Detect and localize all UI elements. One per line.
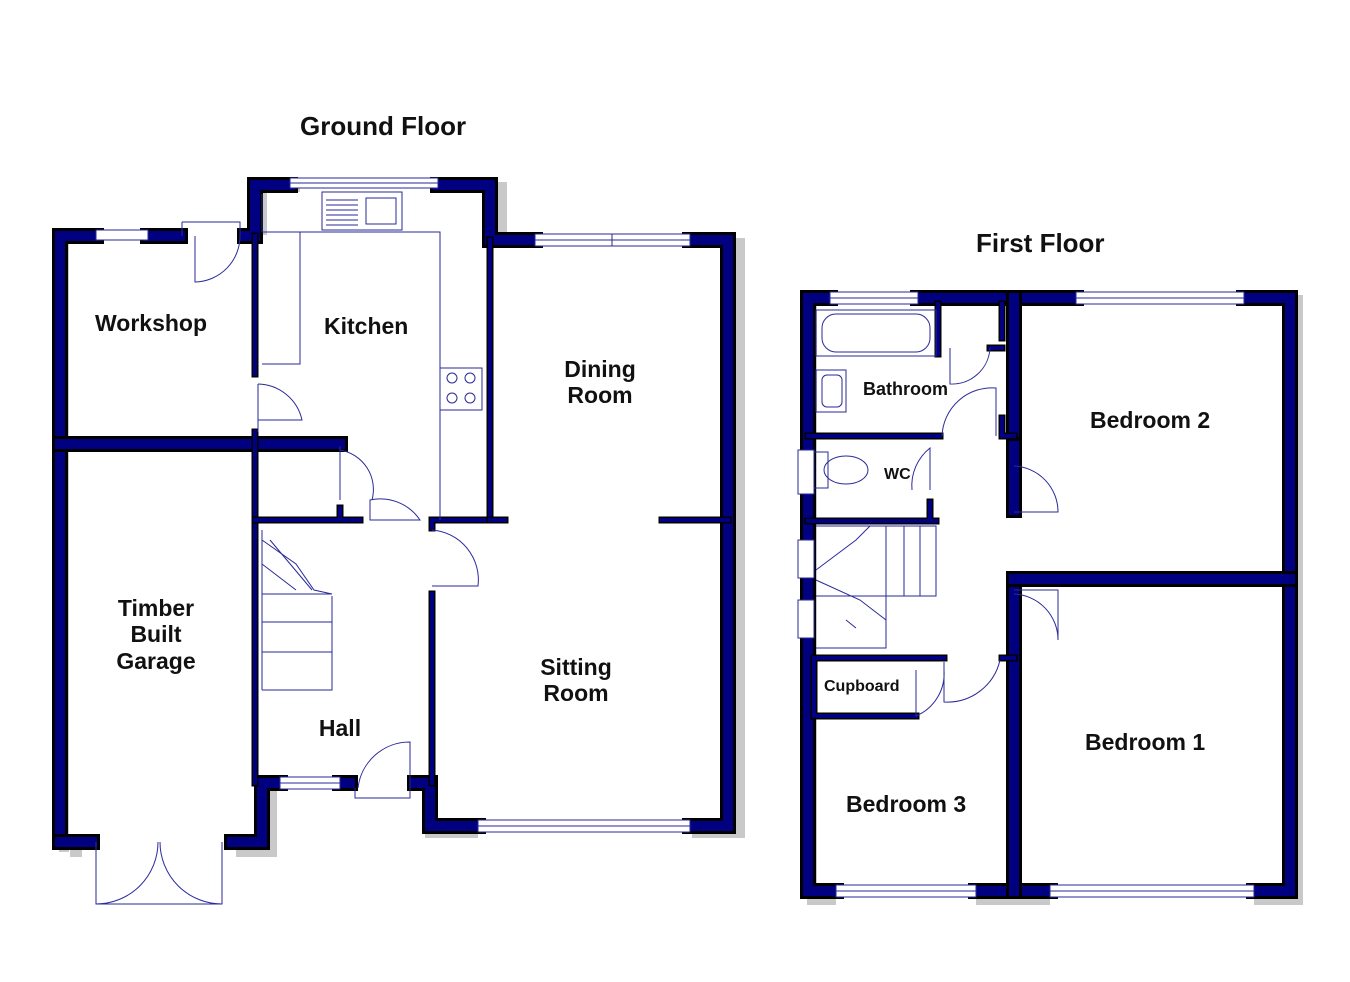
room-label-wc: WC bbox=[884, 466, 911, 483]
ground-doors bbox=[95, 221, 479, 905]
kitchen-door bbox=[369, 498, 421, 521]
landing-window-1 bbox=[797, 539, 815, 579]
workshop-inner-door bbox=[257, 383, 303, 421]
room-label-bathroom: Bathroom bbox=[863, 379, 948, 399]
bedroom3-door bbox=[943, 659, 1001, 703]
wc-window bbox=[797, 449, 815, 495]
room-label-garage-line3: Garage bbox=[116, 648, 195, 674]
room-label-sitting-line1: Sitting bbox=[540, 654, 612, 680]
landing-window-2 bbox=[797, 599, 815, 639]
kitchen-worktop bbox=[261, 194, 441, 520]
first-outer-walls bbox=[800, 290, 1298, 899]
first-floor-plan: First Floor Bathroom Bedroom 2 WC Cupboa… bbox=[797, 228, 1303, 905]
first-doors bbox=[911, 347, 1059, 717]
room-label-cupboard: Cupboard bbox=[824, 678, 900, 695]
basin bbox=[815, 369, 847, 413]
room-label-garage-line1: Timber bbox=[118, 595, 194, 621]
stair-outline bbox=[816, 525, 937, 649]
room-label-garage-line2: Built bbox=[130, 621, 181, 647]
garage-door-left bbox=[95, 841, 159, 905]
ground-internal-walls bbox=[52, 232, 732, 787]
bathroom-fixtures bbox=[813, 309, 937, 489]
room-label-workshop: Workshop bbox=[95, 310, 207, 336]
cupboard-door bbox=[915, 669, 945, 717]
sitting-room-door bbox=[431, 529, 479, 587]
wc-door bbox=[911, 446, 931, 491]
room-label-sitting-line2: Room bbox=[543, 680, 608, 706]
room-label-dining-line1: Dining bbox=[564, 356, 636, 382]
room-label-bedroom1: Bedroom 1 bbox=[1085, 729, 1205, 755]
ground-windows bbox=[95, 177, 691, 833]
first-floor-title: First Floor bbox=[976, 228, 1105, 258]
airing-cupboard-door bbox=[949, 347, 991, 385]
ground-floor-plan: Ground Floor Workshop Kitchen Dining Roo… bbox=[52, 111, 745, 905]
toilet bbox=[823, 455, 869, 485]
kitchen-sink bbox=[321, 191, 403, 231]
sink-drainer bbox=[326, 199, 358, 226]
garage-door-right bbox=[159, 841, 223, 905]
kitchen-hob bbox=[439, 367, 483, 411]
garage-door-frame bbox=[95, 842, 223, 905]
bedroom2-door bbox=[1013, 465, 1059, 513]
workshop-window bbox=[95, 229, 149, 241]
kitchen-unit bbox=[262, 232, 301, 365]
hall-cupboard-door bbox=[339, 446, 374, 501]
first-windows bbox=[797, 291, 1255, 898]
bathroom-door bbox=[941, 387, 997, 437]
bedroom1-door bbox=[1013, 589, 1059, 641]
first-internal-walls bbox=[804, 300, 1018, 720]
workshop-door-swing bbox=[194, 235, 241, 283]
front-door bbox=[354, 741, 411, 799]
room-label-bedroom2: Bedroom 2 bbox=[1090, 407, 1210, 433]
room-label-bedroom3: Bedroom 3 bbox=[846, 791, 966, 817]
room-label-hall: Hall bbox=[319, 715, 361, 741]
kitchen-fixtures bbox=[261, 191, 483, 520]
staircase bbox=[261, 530, 333, 691]
ground-stairs bbox=[261, 530, 333, 691]
ground-floor-title: Ground Floor bbox=[300, 111, 466, 141]
ground-outer-walls bbox=[52, 177, 736, 850]
workshop-door-frame bbox=[181, 221, 241, 236]
first-stairs bbox=[815, 525, 937, 649]
room-label-dining-line2: Room bbox=[567, 382, 632, 408]
bath bbox=[815, 309, 937, 357]
room-label-kitchen: Kitchen bbox=[324, 313, 408, 339]
